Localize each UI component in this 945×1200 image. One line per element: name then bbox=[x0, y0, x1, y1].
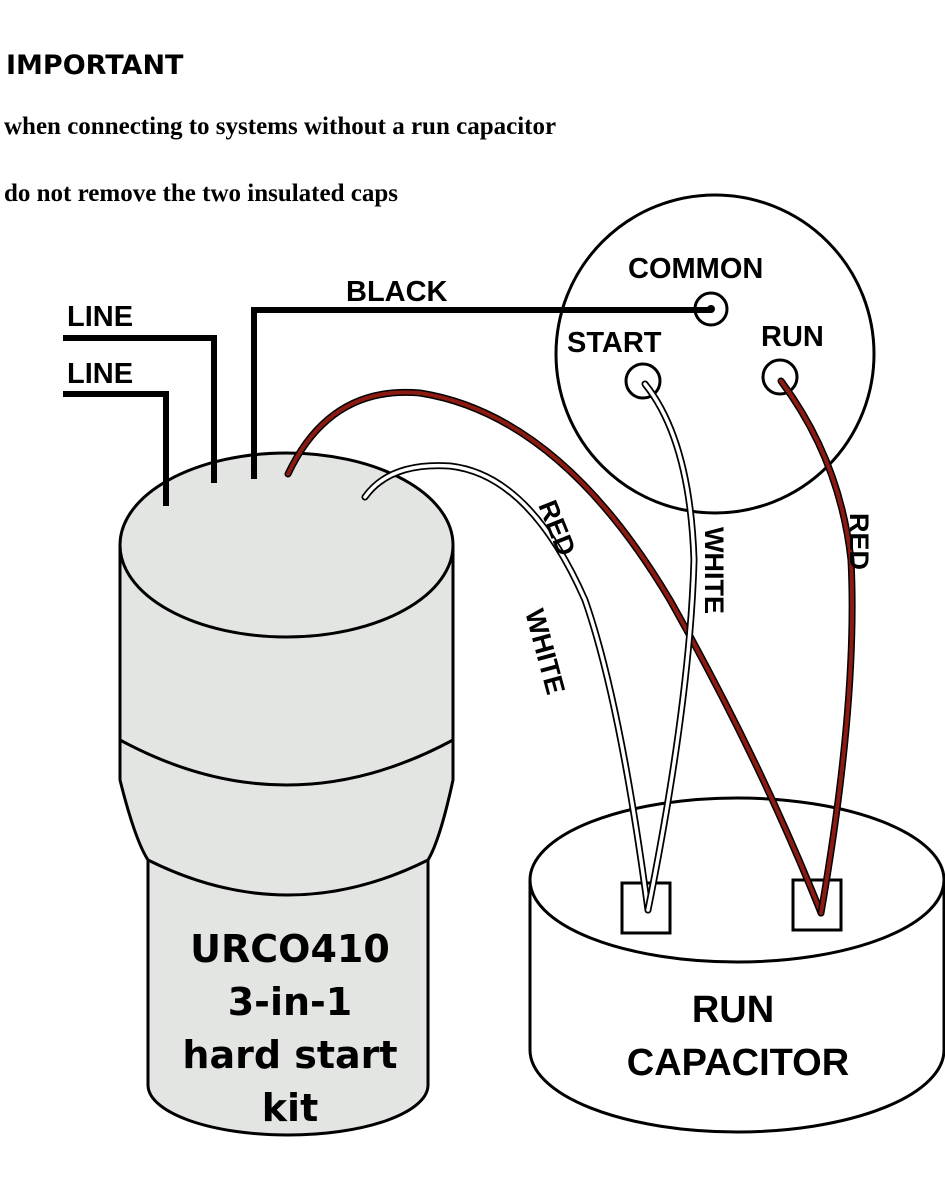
white-wire-label-1: WHITE bbox=[519, 606, 570, 698]
white-wire-kit bbox=[363, 463, 650, 912]
black-wire-label: BLACK bbox=[346, 276, 448, 308]
run-capacitor-label-2: CAPACITOR bbox=[627, 1042, 849, 1084]
notice-title: IMPORTANT bbox=[6, 50, 184, 81]
kit-label-line-2: 3-in-1 bbox=[228, 980, 353, 1024]
kit-label-line-3: hard start bbox=[182, 1033, 397, 1077]
common-label: COMMON bbox=[628, 253, 763, 285]
red-wire-label-1: RED bbox=[532, 496, 581, 560]
run-label: RUN bbox=[761, 321, 824, 353]
compressor-terminal-circle bbox=[554, 193, 876, 515]
run-capacitor-label-1: RUN bbox=[692, 989, 774, 1031]
red-wire-run bbox=[779, 379, 855, 915]
red-wire-kit bbox=[286, 390, 823, 915]
hard-start-kit bbox=[118, 451, 455, 1137]
kit-label-line-1: URCO410 bbox=[190, 927, 390, 971]
notice-line-1: when connecting to systems without a run… bbox=[4, 113, 557, 140]
red-wire-label-2: RED bbox=[844, 513, 874, 570]
line-label-1: LINE bbox=[67, 301, 133, 333]
start-label: START bbox=[567, 327, 662, 359]
kit-label-line-4: kit bbox=[262, 1086, 318, 1130]
white-wire-start bbox=[643, 382, 696, 912]
line-wire-1 bbox=[63, 335, 217, 483]
white-wire-label-2: WHITE bbox=[699, 527, 729, 614]
run-terminal bbox=[761, 358, 799, 396]
black-wire bbox=[251, 307, 711, 479]
run-capacitor bbox=[528, 796, 945, 1134]
line-wire-2 bbox=[63, 391, 169, 506]
line-label-2: LINE bbox=[67, 358, 133, 390]
notice-line-2: do not remove the two insulated caps bbox=[4, 180, 398, 207]
